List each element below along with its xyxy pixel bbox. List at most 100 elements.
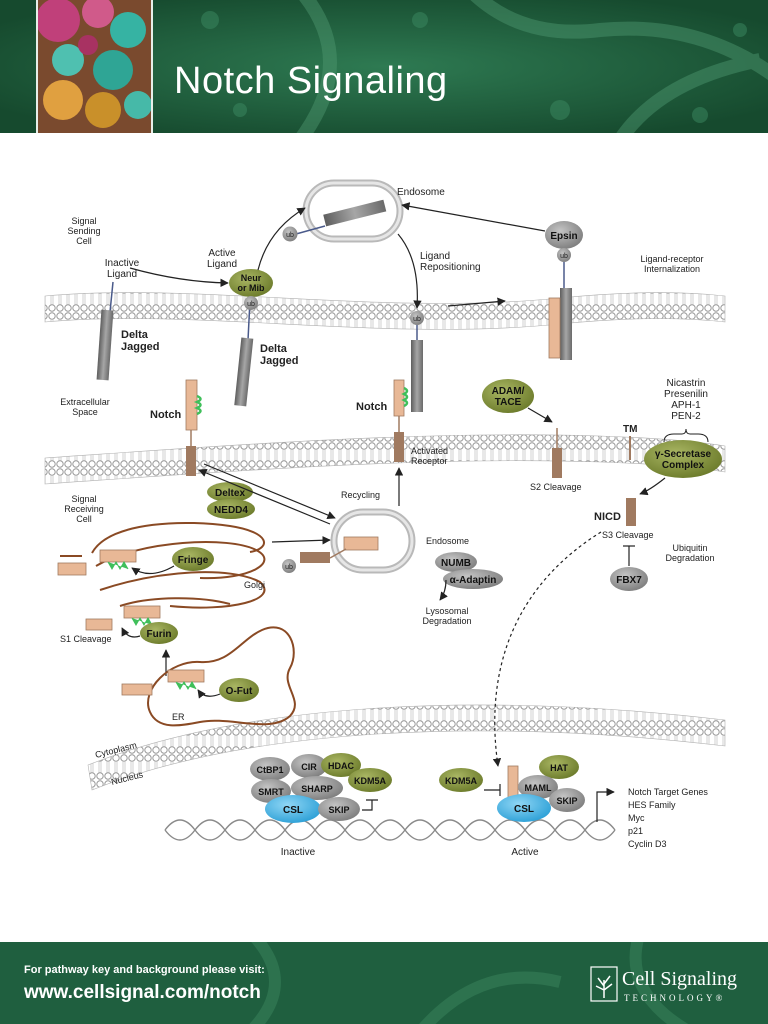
repressor-complex <box>250 753 392 823</box>
fbx7-node <box>610 567 648 591</box>
arrow-golgi-to-endosome <box>271 536 331 545</box>
tm-label: TM <box>623 424 637 435</box>
recycling-label: Recycling <box>341 490 380 500</box>
endoplasmic-reticulum <box>147 626 296 727</box>
s3-cleavage-label: S3 Cleavage <box>602 530 654 540</box>
maml-protein: MAML <box>525 783 552 793</box>
nicd-label: NICD <box>594 511 621 523</box>
cell-signaling-logo: Cell Signaling TECHNOLOGY® <box>590 966 750 1006</box>
header-banner: Notch Signaling <box>0 0 768 133</box>
smrt-protein: SMRT <box>258 787 284 797</box>
inactive-ligand <box>96 281 114 381</box>
target-gene-2: Myc <box>628 813 645 823</box>
nuclear-envelope <box>87 704 726 791</box>
notch-label-center: Notch <box>356 401 387 413</box>
header-photo <box>36 0 153 133</box>
furin-node <box>140 622 178 644</box>
hdac-protein: HDAC <box>328 761 354 771</box>
er-label: ER <box>172 712 185 722</box>
kdm5a-protein-inactive: KDM5A <box>354 776 387 786</box>
skip-protein-active: SKIP <box>556 796 577 806</box>
notch-receptor-left <box>185 379 202 476</box>
fbx7-protein: FBX7 <box>616 575 642 586</box>
nicd-fragment <box>626 498 636 526</box>
csl-protein-inactive: CSL <box>283 805 303 816</box>
sharp-protein: SHARP <box>301 784 333 794</box>
fringe-protein: Fringe <box>178 555 209 566</box>
kdm5a-node-active <box>439 768 483 792</box>
active-ligand <box>229 269 273 407</box>
endosome-lower-label: Endosome <box>426 536 469 546</box>
tree-logo-icon <box>590 966 618 1002</box>
ub-tag-2: ub <box>413 316 421 323</box>
alpha-adaptin-node <box>443 569 503 589</box>
inactive-label: Inactive <box>281 847 316 858</box>
sending-cell-membrane <box>44 292 726 330</box>
epsin-internalization <box>545 221 583 360</box>
furin-protein: Furin <box>147 629 172 640</box>
target-gene-4: Cyclin D3 <box>628 839 667 849</box>
nedd4-protein: NEDD4 <box>214 505 248 516</box>
numb-protein: NUMB <box>441 558 471 569</box>
notch-receptor-activated <box>394 416 404 462</box>
golgi-apparatus <box>60 521 266 609</box>
active-label: Active <box>511 847 539 858</box>
activator-complex <box>497 755 585 822</box>
repression-mark <box>362 799 378 811</box>
arrow-inactive-to-active <box>129 267 229 288</box>
arrow-repositioning <box>397 233 422 309</box>
gamma-secretase-complex <box>644 440 722 478</box>
target-gene-3: p21 <box>628 826 643 836</box>
arrow-o-fut <box>197 689 221 699</box>
receiving-cell-membrane <box>44 434 726 485</box>
target-gene-list: Notch Target Genes HES Family Myc p21 Cy… <box>628 787 708 849</box>
notch-label-left: Notch <box>150 409 181 421</box>
target-gene-1: HES Family <box>628 800 676 810</box>
nedd4-node <box>207 499 255 519</box>
s2-cleaved-fragment <box>552 428 562 478</box>
adam-tace-complex <box>482 379 534 413</box>
arrow-to-lysosome <box>439 579 448 601</box>
arrow-gamma-to-nicd <box>639 477 666 496</box>
numb-node <box>435 552 477 572</box>
kdm5a-inhibition <box>484 784 501 796</box>
epsin-protein: Epsin <box>550 231 577 242</box>
endosome-lower <box>282 508 416 574</box>
arrow-furin <box>121 627 141 638</box>
fringe-node <box>172 547 214 571</box>
kdm5a-protein-active: KDM5A <box>445 776 478 786</box>
deltex-protein: Deltex <box>215 488 245 499</box>
ctbp1-protein: CtBP1 <box>256 765 283 775</box>
o-fut-node <box>219 678 259 702</box>
gamma-secretase-brace <box>663 428 709 443</box>
adam-tace-protein: ADAM/TACE <box>492 386 525 408</box>
ub-tag-4: ub <box>285 564 293 571</box>
cir-protein: CIR <box>301 762 317 772</box>
arrow-fringe <box>131 565 175 576</box>
protein-structure-image <box>38 0 151 133</box>
page-title: Notch Signaling <box>174 60 448 102</box>
golgi-label: Golgi <box>244 580 265 590</box>
footer-url-link[interactable]: www.cellsignal.com/notch <box>24 982 261 1003</box>
arrow-epsin-to-endosome <box>401 202 546 232</box>
golgi-notch-precursor-1 <box>57 549 137 576</box>
er-notch-precursor <box>121 669 205 696</box>
transcription-start-arrow <box>596 787 615 822</box>
alpha-adaptin-protein: α-Adaptin <box>450 575 497 586</box>
endosome-top <box>282 179 404 243</box>
ub-tag-endosome: ub <box>286 232 294 239</box>
